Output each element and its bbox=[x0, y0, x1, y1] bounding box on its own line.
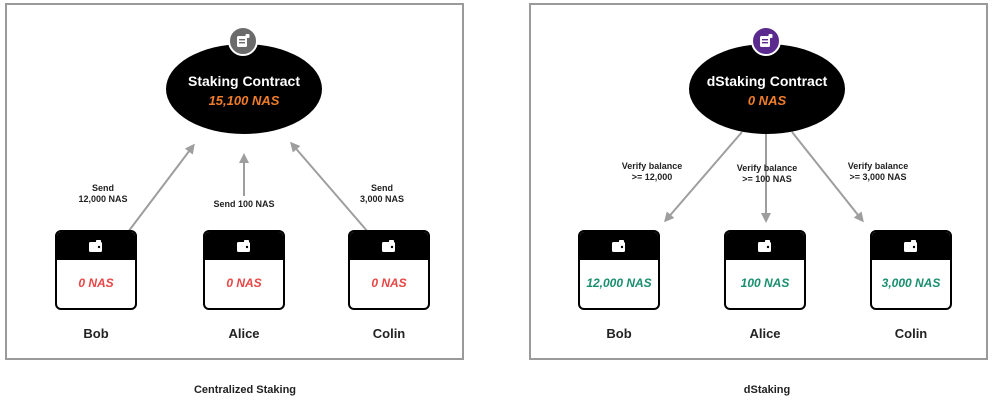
wallet-card-colin: 0 NAS bbox=[348, 230, 430, 310]
contract-balance: 0 NAS bbox=[747, 93, 787, 108]
wallet-card-alice: 0 NAS bbox=[203, 230, 285, 310]
dstaking-contract-node: dStaking Contract 0 NAS bbox=[689, 26, 845, 134]
edge-label-colin-send: Send 3,000 NAS bbox=[359, 183, 405, 204]
arrow-dstaking-contract-to-colin bbox=[791, 131, 864, 223]
edge-label-alice-verify: Verify balance >= 100 NAS bbox=[736, 163, 798, 184]
edge-label-bob-verify: Verify balance >= 12,000 bbox=[621, 161, 683, 182]
edge-label-bob-send: Send 12,000 NAS bbox=[78, 183, 128, 204]
arrow-bob-to-staking-contract bbox=[127, 143, 195, 233]
wallet-balance: 3,000 NAS bbox=[881, 276, 941, 290]
staking-contract-node: Staking Contract 15,100 NAS bbox=[166, 26, 322, 134]
wallet-owner-bob: Bob bbox=[83, 326, 109, 341]
wallet-card-bob: 0 NAS bbox=[55, 230, 137, 310]
wallet-card-bob: 12,000 NAS bbox=[578, 230, 660, 310]
wallet-card-alice: 100 NAS bbox=[724, 230, 806, 310]
wallet-card-colin: 3,000 NAS bbox=[870, 230, 952, 310]
contract-document-icon bbox=[228, 26, 258, 56]
contract-document-icon bbox=[751, 26, 781, 56]
wallet-icon bbox=[612, 240, 625, 252]
wallet-owner-colin: Colin bbox=[372, 326, 406, 341]
wallet-balance: 100 NAS bbox=[740, 276, 790, 290]
wallet-owner-bob: Bob bbox=[606, 326, 632, 341]
arrow-colin-to-staking-contract bbox=[290, 141, 369, 233]
contract-balance: 15,100 NAS bbox=[208, 93, 280, 108]
arrow-dstaking-contract-to-bob bbox=[664, 131, 743, 223]
wallet-icon bbox=[382, 240, 395, 252]
wallet-icon bbox=[758, 240, 771, 252]
contract-name: dStaking Contract bbox=[706, 73, 828, 89]
wallet-balance: 0 NAS bbox=[226, 276, 262, 290]
edge-label-colin-verify: Verify balance >= 3,000 NAS bbox=[847, 161, 909, 182]
caption-dstaking: dStaking bbox=[743, 384, 791, 396]
wallet-icon bbox=[237, 240, 250, 252]
wallet-icon bbox=[904, 240, 917, 252]
wallet-owner-alice: Alice bbox=[749, 326, 781, 341]
wallet-balance: 0 NAS bbox=[371, 276, 407, 290]
wallet-owner-alice: Alice bbox=[228, 326, 260, 341]
wallet-icon bbox=[89, 240, 102, 252]
wallet-balance: 12,000 NAS bbox=[586, 276, 652, 290]
caption-centralized-staking: Centralized Staking bbox=[193, 384, 297, 396]
edge-label-alice-send: Send 100 NAS bbox=[213, 199, 275, 209]
wallet-owner-colin: Colin bbox=[894, 326, 928, 341]
contract-name: Staking Contract bbox=[187, 73, 300, 89]
wallet-balance: 0 NAS bbox=[78, 276, 114, 290]
